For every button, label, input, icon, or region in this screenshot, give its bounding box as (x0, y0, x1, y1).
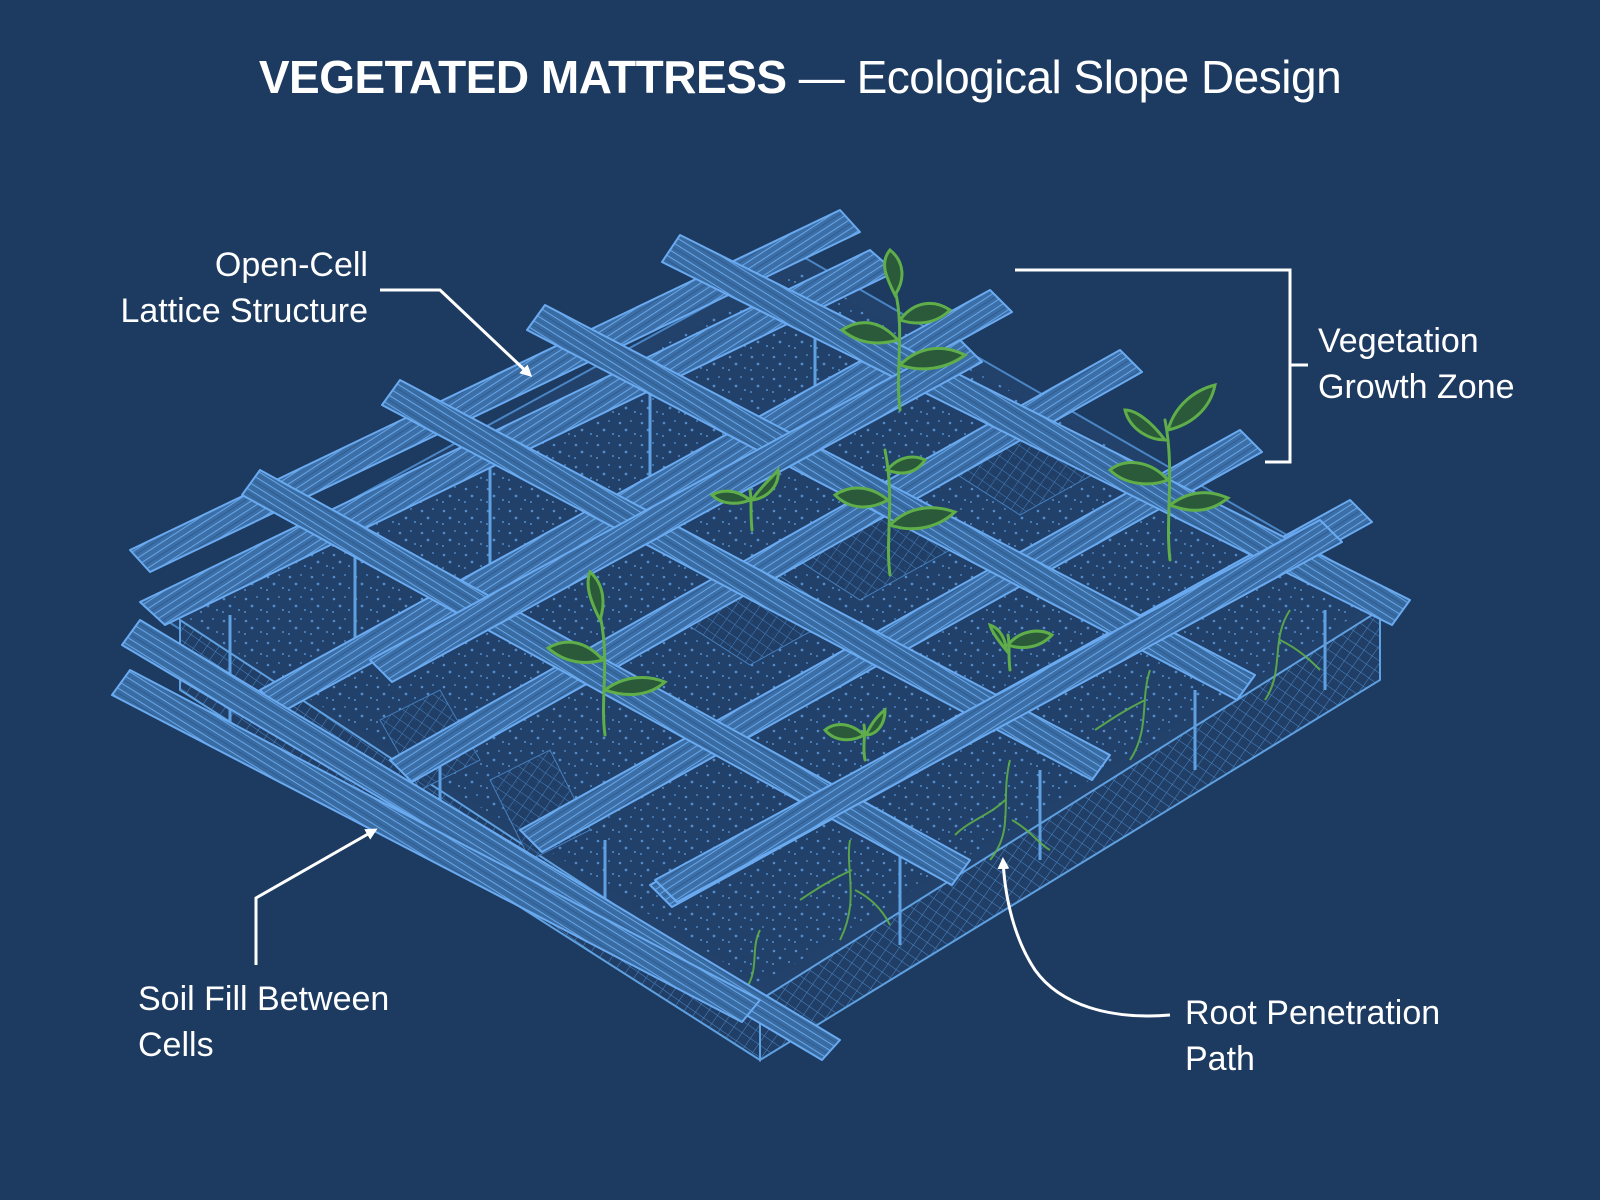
roots-label-line-2: Path (1185, 1040, 1255, 1078)
title-main: VEGETATED MATTRESS (258, 51, 787, 103)
vegetation-label-line-2: Growth Zone (1318, 368, 1515, 406)
soil-label-line-2: Cells (138, 1026, 214, 1064)
title-subtitle: Ecological Slope Design (856, 51, 1342, 103)
diagram-title: VEGETATED MATTRESS — Ecological Slope De… (0, 50, 1600, 104)
lattice-leader-arrow (380, 288, 533, 378)
seedlings (545, 247, 1231, 762)
vegetation-label-line-1: Vegetation (1318, 322, 1479, 360)
roots-label-line-1: Root Penetration (1185, 994, 1441, 1032)
lattice-label-line-2: Lattice Structure (120, 292, 368, 330)
lattice-label-line-1: Open-Cell (214, 246, 368, 284)
roots-label: Root Penetration Path (1185, 990, 1485, 1082)
roots-leader-arrow (997, 857, 1171, 1018)
lattice-label: Open-Cell Lattice Structure (80, 242, 368, 334)
soil-label: Soil Fill Between Cells (138, 976, 438, 1068)
vegetation-bracket (1015, 268, 1308, 464)
title-separator: — (798, 51, 845, 103)
soil-leader-arrow (254, 828, 378, 965)
mattress-side-wall-right (759, 608, 1381, 1062)
soil-label-line-1: Soil Fill Between (138, 980, 390, 1018)
leader-lines (254, 268, 1308, 1018)
lattice-ribbons-b (111, 234, 1411, 1061)
vegetation-label: Vegetation Growth Zone (1318, 318, 1588, 410)
lattice-ribbons-over (369, 339, 1343, 903)
